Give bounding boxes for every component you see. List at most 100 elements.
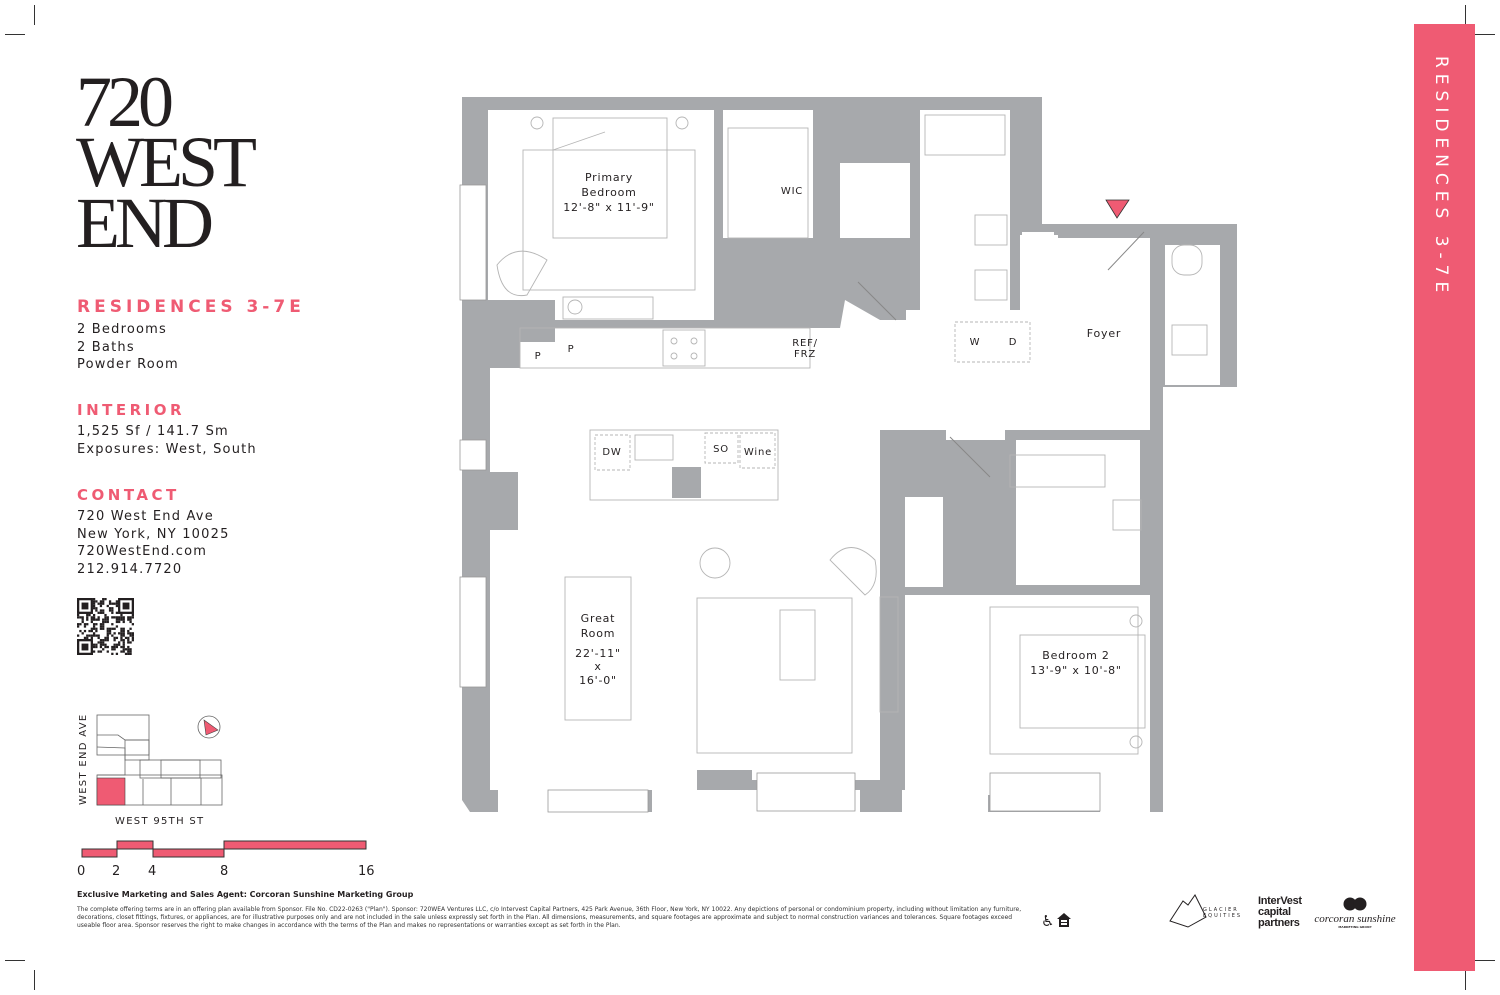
intervest-logo: InterVest capital partners — [1258, 896, 1302, 929]
side-table — [699, 547, 731, 579]
bedroom-2-closet — [905, 497, 943, 587]
north-arrow-pointer — [203, 719, 219, 736]
bath-2-room — [1016, 440, 1140, 585]
street-label-west-95th: WEST 95TH ST — [115, 816, 204, 827]
sidebar-band-title: RESIDENCES 3-7E — [1431, 56, 1451, 299]
appliance-label: W — [970, 337, 981, 348]
primary-bed — [552, 117, 668, 239]
qr-code[interactable] — [77, 598, 134, 655]
primary-bedroom-room — [488, 110, 714, 320]
scale-tick: 2 — [112, 864, 120, 879]
room-label: Bedroom 2 — [1042, 649, 1109, 662]
window — [459, 576, 487, 688]
crop-mark — [34, 5, 35, 25]
appliance-label: SO — [713, 444, 729, 455]
logo-line: WEST — [76, 122, 257, 203]
key-plan-block — [124, 739, 150, 761]
kitchen-counter — [519, 327, 811, 369]
key-plan-unit-highlight — [96, 777, 126, 806]
accessibility-icon: ♿ — [1041, 912, 1055, 930]
window — [459, 439, 487, 471]
media-console — [879, 596, 899, 713]
bedroom-door[interactable] — [857, 281, 897, 321]
equal-housing-icon — [1057, 913, 1071, 927]
bathtub — [924, 114, 1006, 156]
powder-room — [1165, 245, 1220, 385]
glacier-equities-logo: GLACIER EQUITIES — [1169, 894, 1242, 928]
contact-phone[interactable]: 212.914.7720 — [77, 561, 183, 577]
appliance-label: FRZ — [794, 349, 816, 360]
crop-mark — [5, 960, 25, 961]
scale-segment — [223, 840, 367, 850]
laundry-closet — [940, 320, 1050, 368]
logo-text: GLACIER — [1203, 907, 1239, 913]
logo-text: corcoran sunshine — [1314, 913, 1396, 925]
scale-tick: 0 — [77, 864, 85, 879]
bedroom-2-room — [905, 595, 1150, 795]
sink — [974, 214, 1008, 246]
entry-door[interactable] — [1107, 231, 1145, 271]
brand-logo: 720 WEST END — [76, 62, 257, 260]
scale-tick: 16 — [358, 864, 375, 879]
street-label-west-end-ave: WEST END AVE — [78, 714, 89, 805]
sink — [974, 269, 1008, 301]
window — [547, 789, 649, 813]
logo-text: capital — [1258, 906, 1291, 918]
logo-text: InterVest — [1258, 895, 1302, 907]
washer-dryer — [954, 321, 1031, 363]
armchair — [829, 547, 877, 596]
lamp-icon — [1129, 614, 1143, 628]
cooktop — [662, 329, 706, 367]
dining-table — [564, 576, 632, 721]
island-column — [672, 467, 701, 498]
interior-heading: INTERIOR — [77, 401, 186, 419]
residence-title: RESIDENCES 3-7E — [77, 297, 305, 317]
scale-tick: 8 — [220, 864, 228, 879]
bedroom-2-door[interactable] — [949, 436, 991, 478]
scale-bar: 0 2 4 8 16 — [77, 840, 375, 879]
legal-disclaimer: The complete offering terms are in an of… — [77, 906, 1022, 929]
room-label: WIC — [781, 186, 803, 197]
primary-bath-room — [920, 110, 1010, 310]
room-dimensions: x — [594, 660, 601, 673]
room-label: Primary — [585, 171, 633, 184]
appliance-label: D — [1009, 337, 1018, 348]
crop-mark — [1475, 960, 1495, 961]
contact-website[interactable]: 720WestEnd.com — [77, 544, 208, 559]
sidebar-band — [1414, 24, 1475, 971]
hall-kitchen-area — [490, 235, 1150, 790]
room-label: Bedroom — [581, 186, 636, 199]
contact-info: 720 West End Ave New York, NY 10025 720W… — [77, 508, 230, 578]
dresser — [562, 296, 654, 320]
logo-line: 720 — [76, 62, 174, 142]
interior-area: 1,525 Sf / 141.7 Sm — [77, 424, 229, 439]
residence-details: 2 Bedrooms 2 Baths Powder Room — [77, 321, 179, 374]
toilet — [1171, 244, 1203, 276]
detail-powder: Powder Room — [77, 357, 179, 372]
detail-bedrooms: 2 Bedrooms — [77, 322, 167, 337]
logo-text: EQUITIES — [1203, 913, 1242, 919]
marketing-agent: Exclusive Marketing and Sales Agent: Cor… — [77, 890, 414, 899]
window — [459, 184, 487, 301]
floor-plan: Primary Bedroom 12'-8" x 11'-9" WIC Foye… — [459, 97, 1237, 813]
sofa — [696, 597, 853, 754]
bathtub — [1009, 454, 1106, 488]
appliance-label: DW — [602, 447, 621, 458]
room-dimensions: 16'-0" — [579, 674, 617, 687]
room-label: Room — [581, 627, 616, 640]
rug — [989, 606, 1139, 755]
room-label: Foyer — [1087, 327, 1121, 340]
wic-room — [723, 110, 813, 238]
appliance-label: P — [568, 344, 575, 355]
appliance-label: P — [535, 351, 542, 362]
corcoran-mark-icon — [1343, 897, 1367, 911]
corcoran-sunshine-logo: corcoran sunshine MARKETING GROUP — [1312, 896, 1398, 929]
room-label: Great — [581, 612, 616, 625]
appliance-label: Wine — [744, 447, 772, 458]
crop-mark — [1465, 5, 1466, 25]
linen-closet — [1022, 232, 1054, 310]
scale-segment — [116, 840, 154, 850]
detail-baths: 2 Baths — [77, 339, 135, 355]
logo-text: MARKETING GROUP — [1338, 925, 1372, 929]
room-dimensions: 13'-9" x 10'-8" — [1030, 664, 1122, 677]
